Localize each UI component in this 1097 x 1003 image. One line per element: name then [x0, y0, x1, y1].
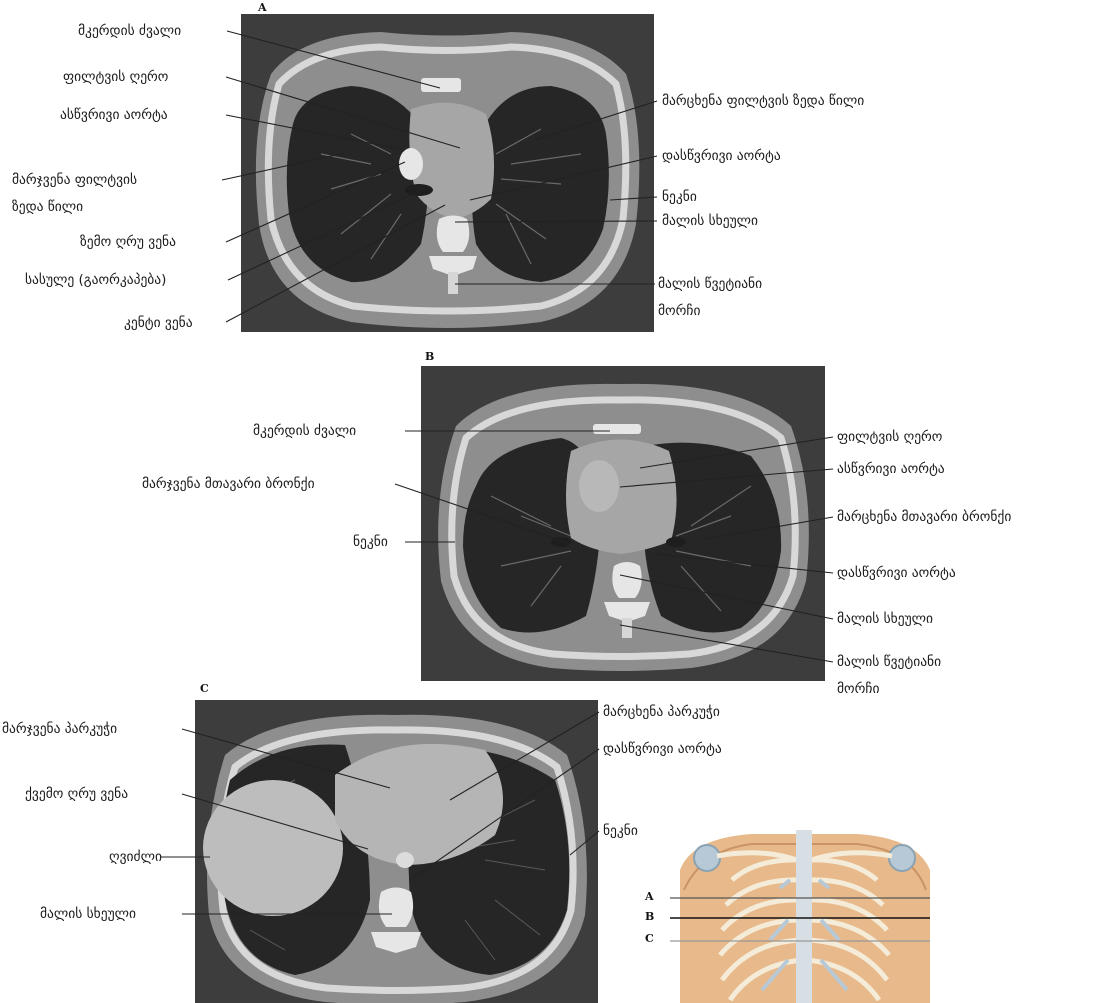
label-b-rib: ნეკნი [353, 534, 388, 550]
key-line-label-a: A [645, 890, 654, 903]
label-a-ascending-aorta: ასწვრივი აორტა [60, 107, 168, 123]
panel-b-letter: B [425, 350, 434, 363]
label-a-right-upper-lobe-line2: ზედა წილი [12, 199, 83, 215]
label-a-svc: ზემო ღრუ ვენა [80, 234, 176, 250]
label-c-right-atrium: მარჯვენა პარკუჭი [2, 721, 117, 737]
panel-a-letter: A [258, 1, 267, 14]
label-c-descending-aorta: დასწვრივი აორტა [603, 741, 722, 757]
label-b-pulmonary-trunk: ფილტვის ღერო [837, 429, 942, 445]
label-b-spinous-process-line2: მორჩი [837, 681, 879, 697]
ct-panel-c [195, 700, 598, 1003]
label-a-pulmonary-trunk: ფილტვის ღერო [63, 69, 168, 85]
label-a-sternum: მკერდის ძვალი [78, 23, 181, 39]
label-a-spinous-process-line1: მალის წვეტიანი [658, 276, 762, 292]
label-b-vertebral-body: მალის სხეული [837, 611, 933, 627]
label-b-spinous-process-line1: მალის წვეტიანი [837, 654, 941, 670]
rib-cage-drawing [662, 830, 947, 1003]
ct-slice-c-image [195, 700, 598, 1003]
label-b-sternum: მკერდის ძვალი [253, 423, 356, 439]
label-b-left-main-bronchus: მარცხენა მთავარი ბრონქი [837, 509, 1011, 525]
ct-panel-a [241, 14, 654, 332]
key-line-label-b: B [645, 910, 654, 923]
key-line-label-c: C [645, 932, 654, 945]
label-a-left-upper-lobe: მარცხენა ფილტვის ზედა წილი [662, 93, 864, 109]
ct-panel-b [421, 366, 825, 681]
thorax-key-illustration [662, 830, 947, 1003]
ct-slice-a-image [241, 14, 654, 332]
label-a-descending-aorta: დასწვრივი აორტა [662, 148, 781, 164]
label-a-esophagus: სასულე (გაორკაპება) [25, 272, 166, 288]
label-c-ivc: ქვემო ღრუ ვენა [25, 786, 128, 802]
label-a-vertebral-body: მალის სხეული [662, 213, 758, 229]
label-c-left-ventricle: მარცხენა პარკუჭი [603, 704, 720, 720]
label-b-ascending-aorta: ასწვრივი აორტა [837, 461, 945, 477]
label-a-rib: ნეკნი [662, 189, 697, 205]
label-c-rib: ნეკნი [603, 823, 638, 839]
label-c-vertebral-body: მალის სხეული [40, 906, 136, 922]
panel-c-letter: C [200, 682, 209, 695]
label-a-right-upper-lobe-line1: მარჯვენა ფილტვის [12, 172, 137, 188]
ct-slice-b-image [421, 366, 825, 681]
label-b-right-main-bronchus: მარჯვენა მთავარი ბრონქი [142, 476, 315, 492]
label-c-liver: ღვიძლი [109, 849, 162, 865]
label-a-azygos: კენტი ვენა [124, 315, 193, 331]
label-b-descending-aorta: დასწვრივი აორტა [837, 565, 956, 581]
label-a-spinous-process-line2: მორჩი [658, 303, 700, 319]
